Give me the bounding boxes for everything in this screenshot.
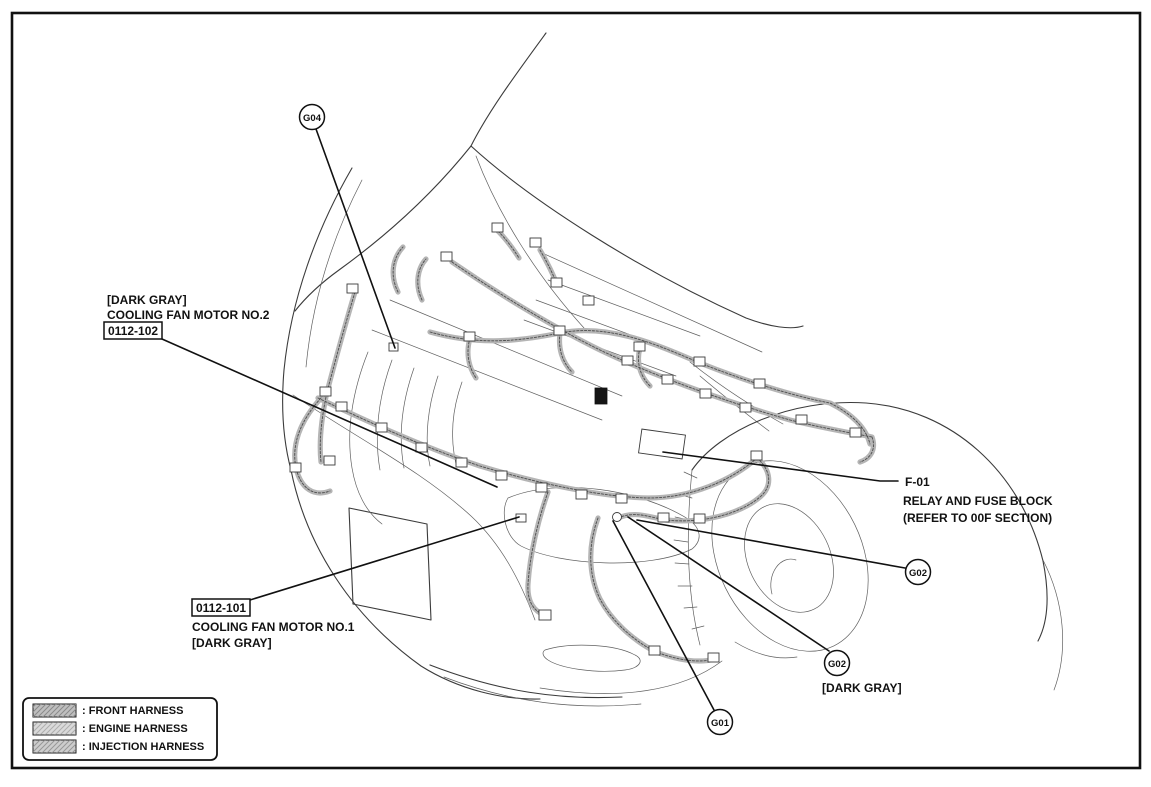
fan2-color-note: [DARK GRAY] xyxy=(107,293,187,307)
fan1-name: COOLING FAN MOTOR NO.1 xyxy=(192,620,355,634)
harness-connectors xyxy=(289,222,862,663)
leader-line-g02-lower xyxy=(627,516,830,652)
legend-swatch-injection-harness-hatch xyxy=(33,740,76,753)
fan2-code-box xyxy=(103,321,163,340)
ground-callout-g02-lower: G02 [DARK GRAY] xyxy=(822,649,902,695)
g04-label: G04 xyxy=(303,113,322,124)
g02-lower-color-note: [DARK GRAY] xyxy=(822,681,902,695)
legend-swatch-engine-harness-hatch xyxy=(33,722,76,735)
leader-line-0112-102 xyxy=(161,338,498,488)
legend-label-engine-harness: : ENGINE HARNESS xyxy=(82,723,188,735)
fan1-code-box xyxy=(191,598,251,617)
harness-bundles-fill xyxy=(295,231,874,661)
ground-bolt xyxy=(612,512,622,522)
fuse-block-reference: (REFER TO 00F SECTION) xyxy=(903,511,1052,525)
g02-lower-label: G02 xyxy=(828,659,846,670)
page-border xyxy=(10,11,1142,770)
leader-line-f01 xyxy=(662,451,899,482)
ground-callout-g04: G04 xyxy=(298,103,326,131)
fan1-code: 0112-101 xyxy=(196,601,246,615)
dark-connector xyxy=(594,387,608,405)
g02-right-label: G02 xyxy=(909,568,927,579)
cooling-fan-2-label: [DARK GRAY] COOLING FAN MOTOR NO.2 0112-… xyxy=(103,293,270,340)
legend-swatch-front-harness-hatch xyxy=(33,704,76,717)
g01-label: G01 xyxy=(711,718,730,729)
leader-line-g02-right xyxy=(636,519,906,569)
fan1-color-note: [DARK GRAY] xyxy=(192,636,272,650)
harness-bundles-stipple xyxy=(294,230,874,662)
legend-label-front-harness: : FRONT HARNESS xyxy=(82,705,183,717)
ground-callout-g02-right: G02 xyxy=(904,558,932,586)
harness-legend: : FRONT HARNESS : ENGINE HARNESS : INJEC… xyxy=(22,697,218,761)
fuse-block-name: RELAY AND FUSE BLOCK xyxy=(903,494,1053,508)
leader-line-g04 xyxy=(315,128,396,349)
fuse-block-label: F-01 RELAY AND FUSE BLOCK (REFER TO 00F … xyxy=(903,475,1053,525)
leader-line-g01 xyxy=(612,520,715,711)
fan2-code: 0112-102 xyxy=(108,324,158,338)
cooling-fan-1-label: 0112-101 COOLING FAN MOTOR NO.1 [DARK GR… xyxy=(191,598,355,650)
ground-callout-g01: G01 xyxy=(706,708,734,736)
fan2-name: COOLING FAN MOTOR NO.2 xyxy=(107,308,270,322)
fuse-block-code: F-01 xyxy=(905,475,930,489)
car-body-outline xyxy=(282,32,1063,707)
legend-label-injection-harness: : INJECTION HARNESS xyxy=(82,741,204,753)
leader-lines xyxy=(161,128,906,711)
leader-line-0112-101 xyxy=(249,516,520,601)
relay-fuse-block xyxy=(638,428,686,460)
